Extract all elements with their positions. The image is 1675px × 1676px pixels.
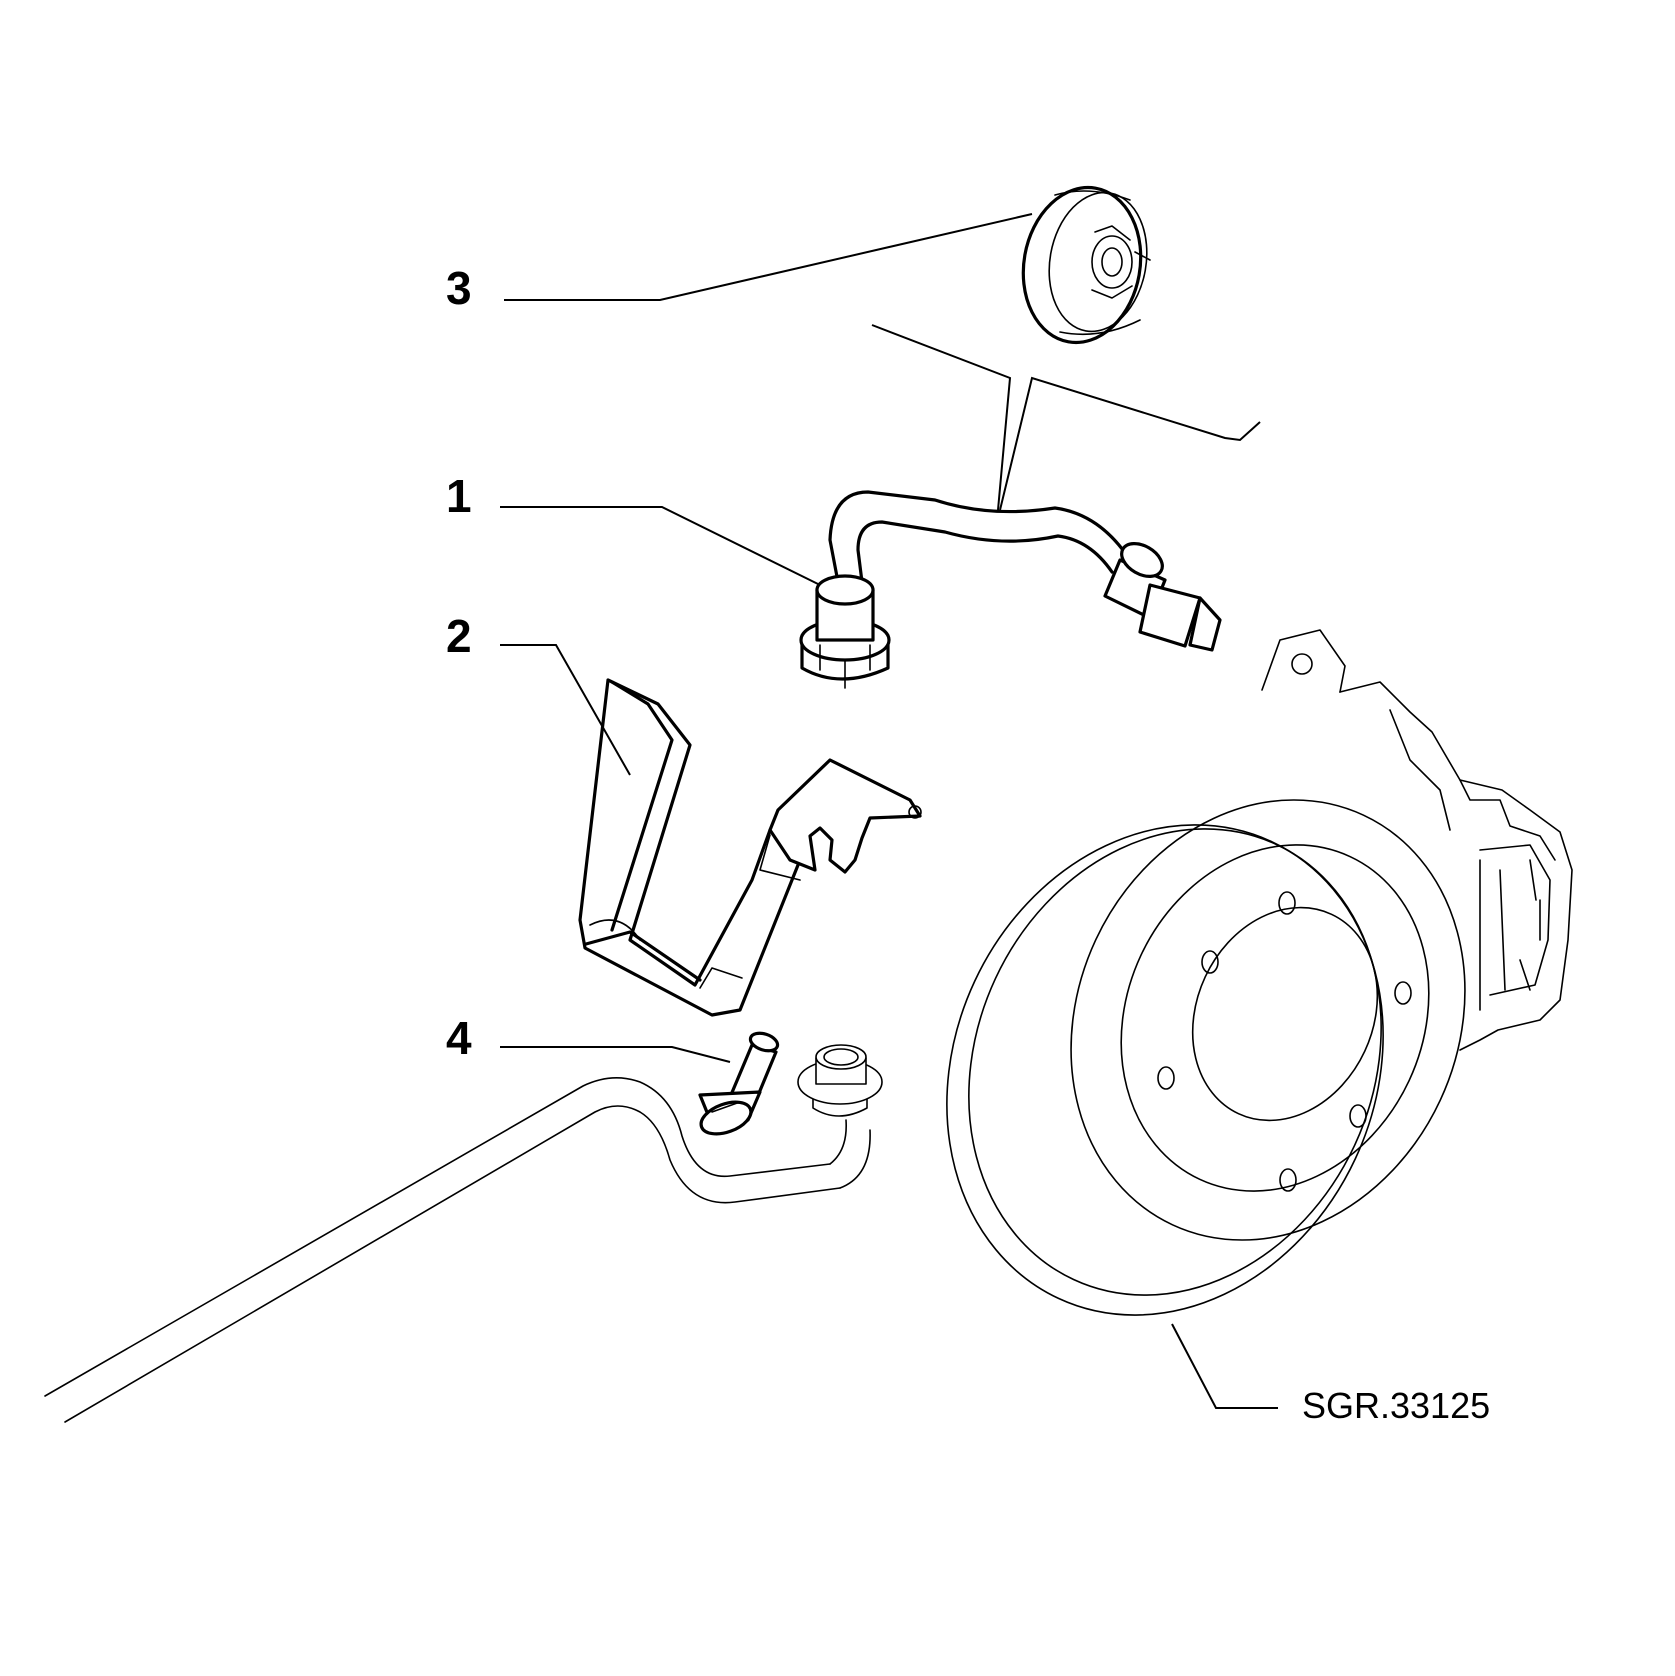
pipe-fitting-right (1103, 542, 1222, 652)
assembly-pointer-lines (871, 324, 1261, 511)
leader-lines (500, 213, 1278, 1409)
callout-4: 4 (446, 1012, 472, 1064)
brake-caliper (1261, 629, 1573, 1051)
pipe-fitting-left (799, 574, 891, 689)
callout-2: 2 (446, 610, 472, 662)
callout-3: 3 (446, 262, 472, 314)
reference-code: SGR.33125 (1302, 1385, 1490, 1426)
bracket-part-2 (578, 678, 922, 1017)
brake-pipe-part-1 (828, 490, 1132, 584)
bolt-part-4 (698, 1031, 780, 1136)
brake-disc (946, 799, 1466, 1316)
clip-grommet-part-3 (1021, 185, 1151, 345)
callout-1: 1 (446, 470, 472, 522)
brake-pipe-lower (44, 1077, 871, 1423)
pipe-fitting-lower (797, 1044, 883, 1117)
